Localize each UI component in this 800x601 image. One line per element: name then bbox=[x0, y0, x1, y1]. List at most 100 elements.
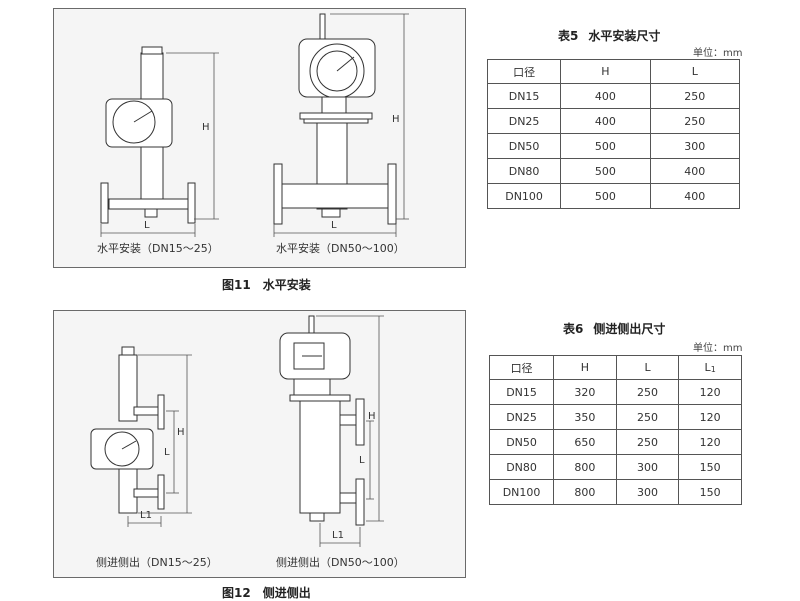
table-cell: 120 bbox=[678, 404, 742, 430]
fig12-left-lower-flange bbox=[157, 474, 165, 510]
table-6-header-l1-sub: 1 bbox=[710, 365, 716, 374]
table-5: 口径 H L DN15 400 250 DN25 400 250 DN50 50… bbox=[486, 59, 741, 209]
fig12-left-l-label: L bbox=[164, 447, 170, 458]
table-cell: 320 bbox=[553, 379, 617, 405]
table-5-header-caliber: 口径 bbox=[486, 59, 562, 84]
figure-12-panel: H L L1 H L L1 侧进侧出（DN15～25） 侧进侧出（DN50～10… bbox=[53, 310, 466, 578]
table-5-header-h: H bbox=[560, 59, 651, 84]
table-row: DN80 500 400 bbox=[486, 158, 741, 184]
table-cell: DN25 bbox=[486, 108, 562, 134]
figure-12-title: 侧进侧出 bbox=[262, 586, 311, 600]
fig11-left-flange-l bbox=[100, 182, 109, 224]
fig11-right-l-label: L bbox=[331, 220, 337, 231]
table-cell: 250 bbox=[615, 379, 680, 405]
fig11-left-pipe bbox=[108, 198, 196, 210]
table-cell: 120 bbox=[678, 379, 742, 405]
fig12-right-caption: 侧进侧出（DN50～100） bbox=[276, 556, 405, 569]
table-cell: 500 bbox=[560, 133, 651, 159]
table-row: DN50 650 250 120 bbox=[488, 429, 742, 455]
fig12-left-l1-label: L1 bbox=[140, 510, 152, 521]
fig12-right-h-label: H bbox=[368, 411, 376, 422]
table-6-header-h: H bbox=[553, 355, 617, 380]
table-cell: DN80 bbox=[486, 158, 562, 184]
table-6: 口径 H L L1 DN15 320 250 120 DN25 350 250 … bbox=[488, 355, 742, 505]
table-cell: 120 bbox=[678, 429, 742, 455]
fig12-right-body bbox=[299, 400, 341, 514]
fig11-left-h-label: H bbox=[202, 122, 210, 133]
figure-12-drawing bbox=[90, 315, 384, 547]
table-cell: DN15 bbox=[488, 379, 555, 405]
fig11-right-top-flange bbox=[299, 112, 373, 120]
fig11-right-caption: 水平安装（DN50～100） bbox=[276, 242, 405, 255]
table-cell: DN25 bbox=[488, 404, 555, 430]
fig11-right-pointer bbox=[336, 56, 355, 72]
table-cell: DN100 bbox=[488, 479, 555, 505]
table-row: DN100 500 400 bbox=[486, 183, 741, 209]
fig12-right-drain bbox=[309, 512, 325, 522]
fig12-right-l1-label: L1 bbox=[332, 530, 344, 541]
fig11-left-upper-tube bbox=[140, 52, 164, 104]
table-cell: 400 bbox=[560, 83, 651, 109]
table-6-header-row: 口径 H L L1 bbox=[488, 355, 742, 380]
fig11-right-drain bbox=[321, 208, 341, 218]
figure-11-panel: H L H L 水平安装（DN15～25） 水平安装（DN50～100） bbox=[53, 8, 466, 268]
figure-11-caption: 图11 水平安装 bbox=[222, 276, 311, 293]
fig12-left-upper-tube bbox=[118, 354, 138, 422]
table-cell: 250 bbox=[649, 108, 741, 134]
table-5-header-l: L bbox=[649, 59, 741, 84]
fig11-right-top-flange-2 bbox=[303, 118, 369, 124]
table-cell: 800 bbox=[553, 479, 617, 505]
table-6-header-l1: L1 bbox=[678, 355, 742, 380]
fig11-right-h-label: H bbox=[392, 114, 400, 125]
table-5-title: 表5 水平安装尺寸 bbox=[558, 27, 660, 44]
fig12-right-neck bbox=[293, 378, 331, 396]
fig12-right-upper-flange bbox=[355, 398, 365, 446]
table-cell: 300 bbox=[649, 133, 741, 159]
table-cell: DN15 bbox=[486, 83, 562, 109]
table-cell: 500 bbox=[560, 183, 651, 209]
fig12-right-l-label: L bbox=[359, 455, 365, 466]
table-6-unit: 单位：mm bbox=[693, 343, 743, 354]
table-cell: DN100 bbox=[486, 183, 562, 209]
figure-11-drawing bbox=[100, 13, 409, 237]
table-row: DN15 320 250 120 bbox=[488, 379, 742, 405]
table-cell: 250 bbox=[615, 404, 680, 430]
figure-11-title: 水平安装 bbox=[262, 278, 311, 292]
fig12-right-lower-flange bbox=[355, 478, 365, 526]
fig11-right-top-rod bbox=[319, 13, 326, 41]
table-6-header-l1-main: L bbox=[704, 361, 711, 374]
table-cell: 350 bbox=[553, 404, 617, 430]
fig12-left-caption: 侧进侧出（DN15～25） bbox=[96, 556, 218, 569]
fig11-left-caption: 水平安装（DN15～25） bbox=[97, 242, 219, 255]
table-cell: 250 bbox=[615, 429, 680, 455]
fig12-right-lower-pipe bbox=[339, 492, 357, 504]
table-cell: 300 bbox=[615, 454, 680, 480]
table-cell: DN80 bbox=[488, 454, 555, 480]
table-cell: 400 bbox=[649, 158, 741, 184]
table-cell: 400 bbox=[560, 108, 651, 134]
table-cell: 650 bbox=[553, 429, 617, 455]
fig12-left-pointer bbox=[121, 440, 137, 450]
table-5-number: 表5 bbox=[558, 29, 579, 43]
fig12-right-upper-pipe bbox=[339, 414, 357, 426]
table-row: DN80 800 300 150 bbox=[488, 454, 742, 480]
table-cell: 150 bbox=[678, 479, 742, 505]
table-cell: 150 bbox=[678, 454, 742, 480]
fig11-left-flange-r bbox=[187, 182, 196, 224]
fig12-right-top-flange bbox=[289, 394, 351, 402]
fig11-right-flange-r bbox=[387, 163, 397, 225]
table-row: DN100 800 300 150 bbox=[488, 479, 742, 505]
table-cell: 800 bbox=[553, 454, 617, 480]
table-6-number: 表6 bbox=[563, 322, 584, 336]
table-cell: 500 bbox=[560, 158, 651, 184]
table-cell: DN50 bbox=[486, 133, 562, 159]
table-row: DN25 400 250 bbox=[486, 108, 741, 134]
table-5-title-text: 水平安装尺寸 bbox=[588, 29, 661, 43]
table-cell: 250 bbox=[649, 83, 741, 109]
fig11-right-pipe bbox=[281, 183, 389, 209]
table-5-unit: 单位：mm bbox=[693, 48, 743, 59]
figure-11-number: 图11 bbox=[222, 278, 251, 292]
fig12-left-top-cap bbox=[121, 346, 135, 356]
fig11-left-drain bbox=[144, 208, 158, 218]
table-6-header-l: L bbox=[615, 355, 680, 380]
